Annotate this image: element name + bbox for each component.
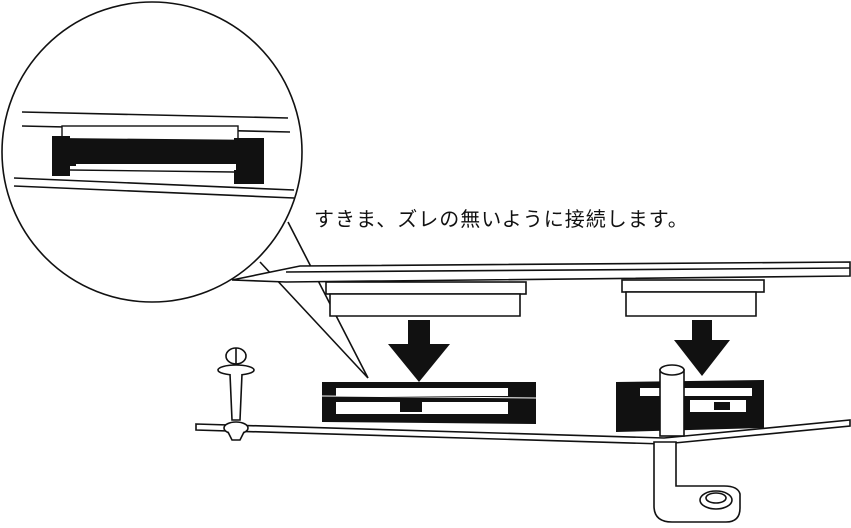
upper-board <box>231 261 851 283</box>
spacer-pin <box>217 347 255 441</box>
upper-connector-left <box>325 281 527 317</box>
connector-left <box>321 382 537 424</box>
down-arrow-right <box>674 320 730 376</box>
callout-detail <box>13 111 295 199</box>
support-bracket <box>653 441 741 523</box>
down-arrow-left <box>388 320 450 382</box>
instruction-caption: すきま、ズレの無いように接続します。 <box>314 207 689 231</box>
upper-connector-right <box>621 279 765 317</box>
zoom-callout <box>1 1 369 379</box>
standoff-post <box>659 364 685 437</box>
lower-board <box>195 419 851 445</box>
connector-right <box>616 380 764 432</box>
